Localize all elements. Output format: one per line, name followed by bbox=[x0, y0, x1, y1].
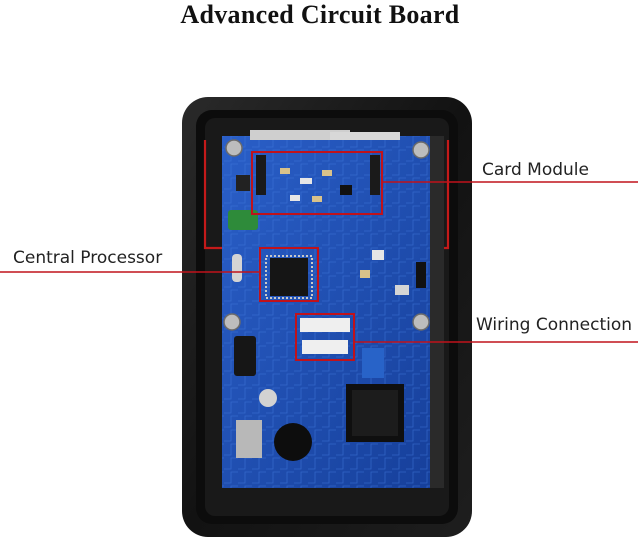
electrolytic-capacitors bbox=[234, 336, 277, 407]
callout-card-module: Card Module bbox=[482, 160, 589, 180]
wiring-connector bbox=[300, 318, 350, 354]
relay bbox=[346, 348, 404, 442]
callout-wiring-connection: Wiring Connection bbox=[476, 315, 633, 335]
callout-boxes bbox=[251, 151, 383, 361]
processor-chip bbox=[265, 255, 313, 299]
green-capacitor bbox=[228, 210, 258, 230]
callout-central-processor: Central Processor bbox=[13, 248, 163, 268]
voltage-regulator bbox=[236, 420, 262, 458]
callout-lines bbox=[0, 181, 638, 343]
buzzer bbox=[274, 423, 312, 461]
right-components bbox=[360, 250, 426, 295]
card-module-components bbox=[236, 155, 380, 202]
page-title: Advanced Circuit Board bbox=[180, 0, 460, 29]
crystal-oscillator bbox=[232, 254, 242, 282]
mounting-screws bbox=[223, 139, 430, 331]
